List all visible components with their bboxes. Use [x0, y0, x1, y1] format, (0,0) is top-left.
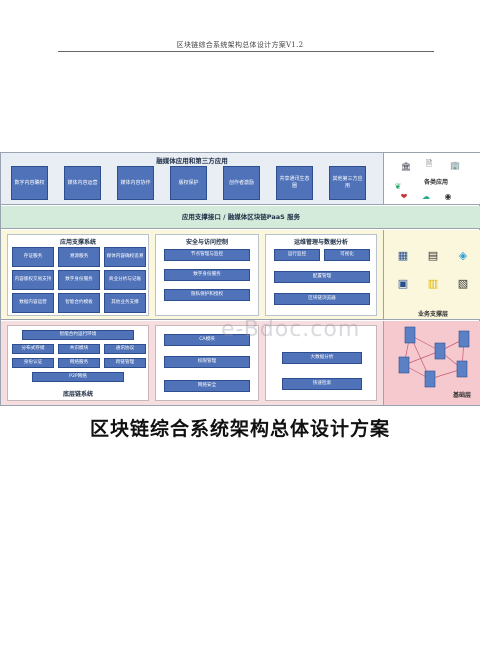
document-title: 区块链综合系统架构总体设计方案 [89, 418, 390, 440]
ops-cell: 运行监控 [274, 249, 320, 261]
apps-panel: 🏛 🗎 🏢 ❦ 各类应用 ❤ ☁ ◉ [383, 153, 480, 205]
base-security-cell: CA模块 [164, 334, 250, 346]
certificate-icon: ▤ [427, 248, 439, 262]
interface-layer: 应用支撑接口 / 融媒体区块链PaaS 服务 [1, 206, 480, 229]
base-ops-cell: 快速检索 [282, 378, 362, 390]
app-support-title: 应用支撑系统 [59, 239, 96, 246]
service-cell: 媒体内容确权追溯 [104, 247, 146, 267]
base-chain-layer: 智能合约运行环境 分布式存储 共识模块 通讯协议 身份认证 网络服务 跨链管理 … [1, 321, 383, 405]
app-box: 共享通讯生态圈 [276, 166, 313, 200]
heart-icon: ❤ [400, 191, 408, 201]
chain-cell: 共识模块 [58, 344, 100, 354]
building-icon: 🏢 [450, 160, 460, 170]
service-cell: 数字身份服务 [58, 270, 100, 290]
header-rule [58, 51, 434, 52]
service-layer: 应用支撑系统 存证服务 溯源服务 媒体内容确权追溯 内容版权交易支持 数字身份服… [1, 230, 383, 320]
security-cell: 数字身份服务 [164, 269, 250, 281]
ops-cell: 可视化 [324, 249, 370, 261]
security-title: 安全与访问控制 [185, 239, 228, 246]
leaf-icon: ❦ [394, 181, 402, 191]
service-cell: 溯源服务 [58, 247, 100, 267]
form-icon: ▧ [457, 276, 469, 290]
security-cell: 隐私保护和授权 [164, 289, 250, 301]
security-panel: 安全与访问控制 节点管理与监控 数字身份服务 隐私保护和授权 [155, 234, 259, 316]
support-panel: ▦ ▤ ◈ ▣ ▥ ▧ 业务支撑层 [383, 230, 480, 320]
base-panel: 基础层 [383, 321, 480, 405]
app-box: 版权保护 [170, 166, 207, 200]
user-card-icon: ▣ [397, 276, 409, 290]
base-chain-label: 底层链系统 [62, 391, 93, 398]
app-box: 媒体内容协作 [117, 166, 154, 200]
architecture-diagram: 融媒体应用和第三方应用 数字内容确权 媒体内容运营 媒体内容协作 版权保护 创作… [0, 152, 480, 406]
app-box: 其他第三方应用 [329, 166, 366, 200]
bank-icon: 🏛 [400, 161, 412, 171]
ops-title: 运维管理与数据分析 [293, 239, 348, 246]
watermark: e-Bdoc.com [221, 317, 361, 342]
application-layer: 融媒体应用和第三方应用 数字内容确权 媒体内容运营 媒体内容协作 版权保护 创作… [1, 153, 383, 205]
base-security-panel: CA模块 权限管理 网络安全 [155, 325, 259, 401]
base-label: 基础层 [452, 392, 471, 399]
app-box: 数字内容确权 [11, 166, 48, 200]
chart-doc-icon: ▥ [427, 276, 439, 290]
server-network-icon [398, 326, 470, 388]
ops-cell: 区块链浏览器 [274, 293, 370, 305]
monitor-icon: ▦ [397, 248, 409, 262]
globe-icon: ◉ [444, 191, 452, 201]
chain-cell: 身份认证 [12, 358, 54, 368]
security-cell: 节点管理与监控 [164, 249, 250, 261]
base-security-cell: 权限管理 [164, 356, 250, 368]
service-cell: 存证服务 [12, 247, 54, 267]
ops-panel: 运维管理与数据分析 运行监控 可视化 配置管理 区块链浏览器 [265, 234, 377, 316]
ops-cell: 配置管理 [274, 271, 370, 283]
chain-cell: 分布式存储 [12, 344, 54, 354]
service-cell: 数据内容运营 [12, 293, 54, 313]
base-chain-panel: 智能合约运行环境 分布式存储 共识模块 通讯协议 身份认证 网络服务 跨链管理 … [7, 325, 149, 401]
chain-cell: P2P网络 [32, 372, 124, 382]
service-cell: 智能合约模板 [58, 293, 100, 313]
base-security-cell: 网络安全 [164, 380, 250, 392]
document-icon: 🗎 [425, 159, 433, 168]
cloud-icon: ☁ [422, 191, 430, 201]
service-cell: 商业分析与记账 [104, 270, 146, 290]
app-box: 创作者激励 [223, 166, 260, 200]
chain-cell: 跨链管理 [104, 358, 146, 368]
chain-cell: 通讯协议 [104, 344, 146, 354]
chain-cell: 网络服务 [58, 358, 100, 368]
stack-icon: ◈ [458, 248, 468, 262]
page-header: 区块链综合系统架构总体设计方案V1.2 [176, 41, 304, 49]
application-layer-title: 融媒体应用和第三方应用 [156, 157, 228, 165]
base-ops-panel: 大数据分析 快速检索 [265, 325, 377, 401]
support-label: 业务支撑层 [417, 311, 448, 318]
apps-label: 各类应用 [424, 179, 449, 186]
base-ops-cell: 大数据分析 [282, 352, 362, 364]
app-support-panel: 应用支撑系统 存证服务 溯源服务 媒体内容确权追溯 内容版权交易支持 数字身份服… [7, 234, 149, 316]
service-cell: 内容版权交易支持 [12, 270, 54, 290]
service-cell: 其他业务支撑 [104, 293, 146, 313]
chain-cell: 智能合约运行环境 [22, 330, 134, 340]
app-box: 媒体内容运营 [64, 166, 101, 200]
